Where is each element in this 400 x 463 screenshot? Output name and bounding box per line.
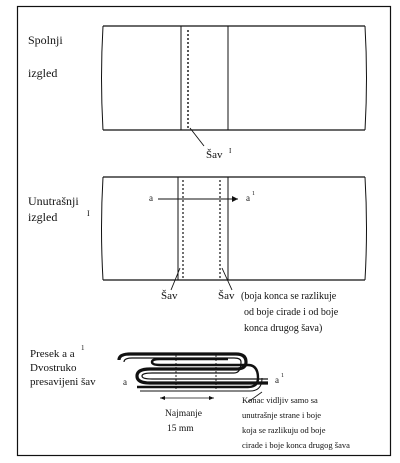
inside-view-label-2: izgled (28, 210, 57, 224)
folded-seam-cross-section (117, 352, 268, 392)
dimension-arrow-left-icon (160, 396, 165, 400)
cross-a-label: a (123, 377, 127, 387)
seam-left-label: Šav (161, 290, 178, 302)
min-label-1: Najmanje (165, 409, 202, 419)
cross-section-label-2: Dvostruko (30, 362, 77, 374)
thread-note-line-3: konca drugog šava) (244, 323, 322, 334)
thread-visible-note-4: cirade i boje konca drugog šava (242, 440, 350, 450)
inside-view-fabric (101, 176, 367, 281)
seam-top-label: Šav (206, 149, 223, 161)
page-border (16, 5, 392, 457)
section-a1-label: a (246, 193, 250, 203)
section-arrow-icon (232, 196, 238, 202)
min-label-2: 15 mm (167, 424, 194, 434)
section-a1-sup: 1 (252, 191, 255, 197)
outside-view-label-1: Spolnji (28, 33, 63, 47)
cross-section-label-3: presavijeni šav (30, 376, 96, 388)
seam-right-leader (221, 267, 233, 291)
thread-visible-leader (247, 391, 263, 403)
inside-view-marker: I (87, 209, 90, 218)
dimension-arrow-right-icon (209, 396, 214, 400)
outside-view-label-2: izgled (28, 66, 57, 80)
section-a-label: a (149, 193, 153, 203)
seam-right-label: Šav (218, 290, 235, 302)
thread-visible-note-2: unutrašnje strane i boje (242, 410, 321, 420)
thread-visible-note-3: koja se razlikuju od boje (242, 425, 326, 435)
cross-a1-label: a (275, 375, 279, 385)
inside-view-label-1: Unutrašnji (28, 194, 79, 208)
cross-a1-sup: 1 (281, 373, 284, 379)
thread-note-line-2: od boje cirade i od boje (244, 307, 339, 318)
cross-section-sup: 1 (81, 344, 85, 352)
seam-top-marker: I (229, 147, 232, 155)
seam-left-leader (170, 267, 181, 291)
thread-visible-note-1: Konac vidljiv samo sa (242, 395, 318, 405)
outside-view-fabric (101, 25, 367, 131)
thread-note-line-1: (boja konca se razlikuje (241, 291, 337, 302)
seam-top-leader (189, 127, 205, 147)
cross-section-label-1: Presek a a (30, 348, 75, 360)
